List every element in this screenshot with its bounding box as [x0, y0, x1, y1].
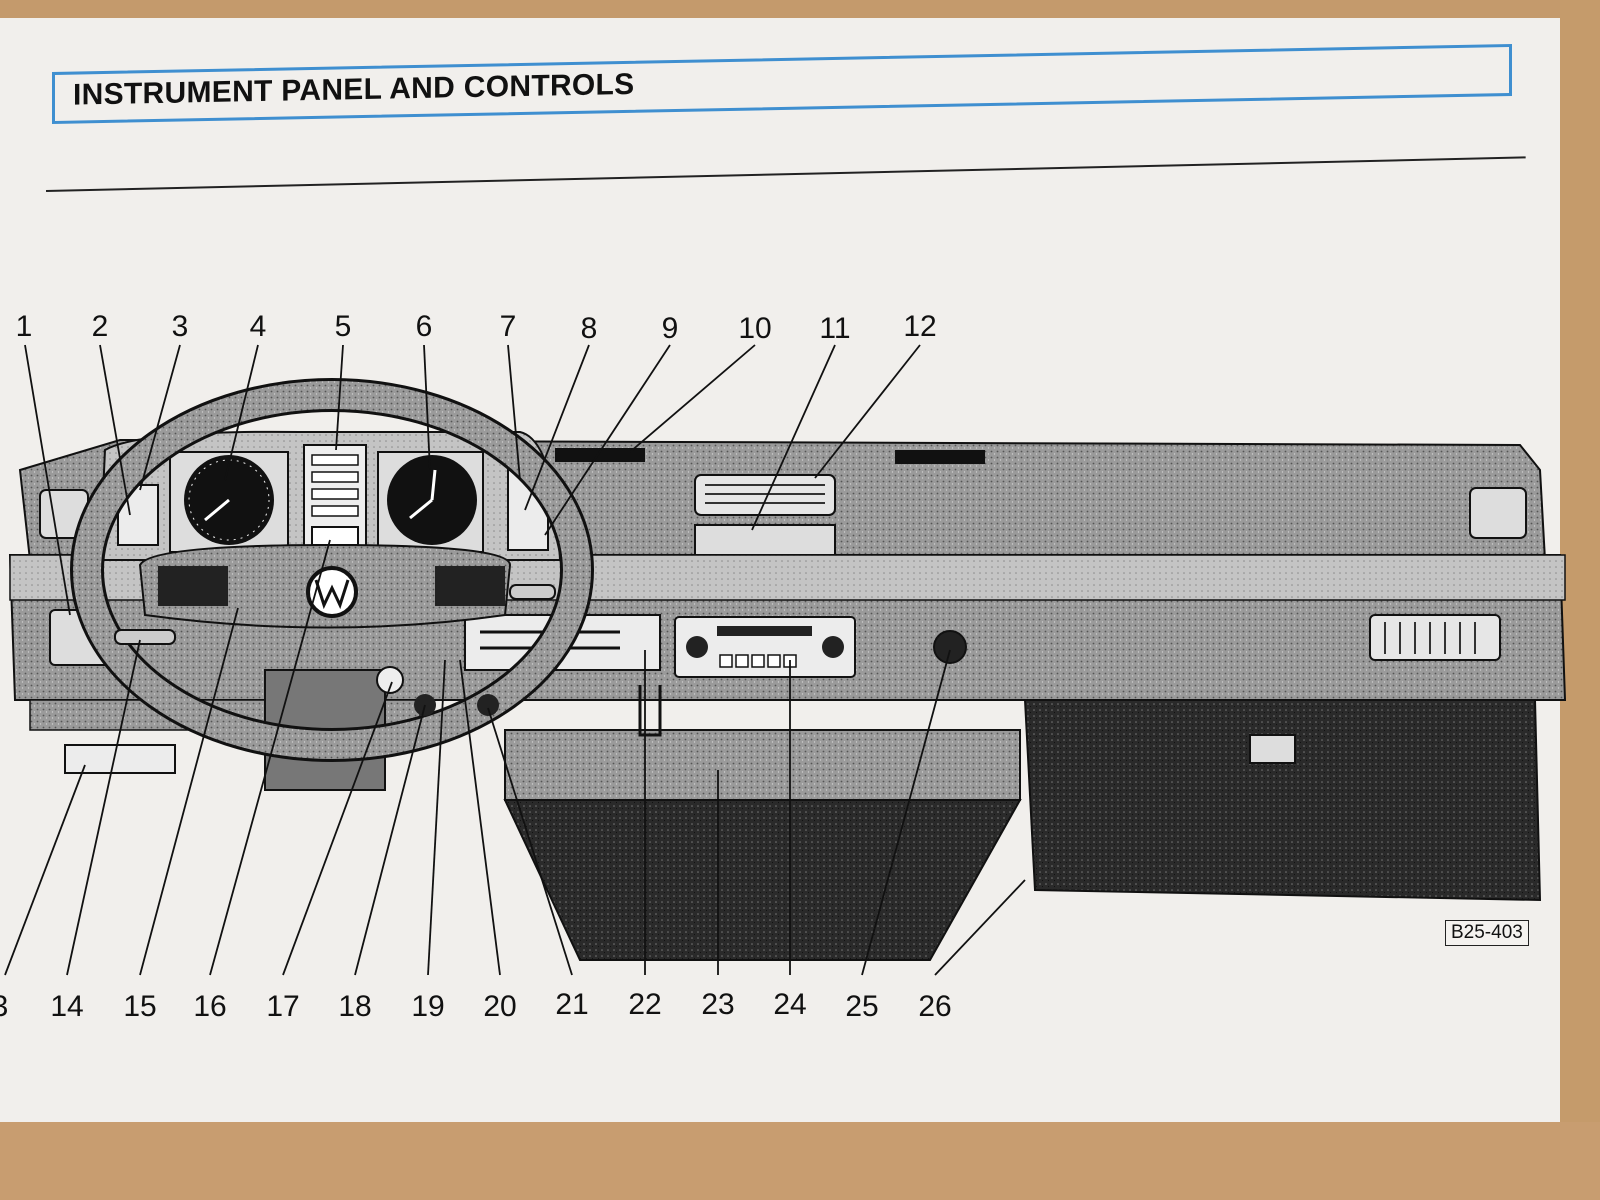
- right-side-vent: [1469, 487, 1527, 539]
- callout-18: 18: [338, 990, 372, 1023]
- leader-lines-top: [24, 344, 921, 616]
- cigarette-lighter: [933, 630, 967, 664]
- grab-handle: [638, 685, 662, 737]
- horn-grille-right: [435, 566, 505, 606]
- control-knob-b: [477, 694, 499, 716]
- callout-9: 9: [661, 312, 679, 345]
- defroster-vent-right: [895, 450, 985, 464]
- right-dash-vent: [1369, 614, 1501, 661]
- clock-hand: [430, 469, 437, 501]
- turn-signal-stalk: [114, 629, 176, 645]
- callout-8: 8: [580, 312, 598, 345]
- clock-display: [311, 526, 359, 546]
- callout-20: 20: [483, 990, 517, 1023]
- ashtray: [694, 524, 836, 556]
- callout-5: 5: [334, 310, 352, 343]
- callout-3: 3: [171, 310, 189, 343]
- fuse-strip: [64, 744, 176, 774]
- callout-26: 26: [918, 990, 952, 1023]
- callout-17: 17: [266, 990, 300, 1023]
- callout-14: 14: [50, 990, 84, 1023]
- ignition-switch: [376, 666, 404, 694]
- callout-16: 16: [193, 990, 227, 1023]
- table-surface-right: [1560, 0, 1600, 1200]
- horn-grille-left: [158, 566, 228, 606]
- callout-7: 7: [499, 310, 517, 343]
- vw-logo: [306, 566, 358, 618]
- callout-23: 23: [701, 988, 735, 1021]
- wiper-stalk: [509, 584, 556, 600]
- callout-15: 15: [123, 990, 157, 1023]
- callout-25: 25: [845, 990, 879, 1023]
- center-shelf: [504, 729, 1021, 801]
- callout-10: 10: [738, 312, 772, 345]
- callout-11: 11: [819, 312, 851, 345]
- radio-knob-left: [686, 636, 708, 658]
- defroster-vent-left: [555, 448, 645, 462]
- callout-2: 2: [91, 310, 109, 343]
- callout-24: 24: [773, 988, 807, 1021]
- leader-lines-bottom: [4, 539, 1026, 976]
- radio-cassette-slot: [717, 626, 812, 636]
- callout-12: 12: [903, 310, 937, 343]
- glove-box: [1023, 699, 1542, 902]
- callout-1: 1: [15, 310, 33, 343]
- radio-knob-right: [822, 636, 844, 658]
- callout-4: 4: [249, 310, 267, 343]
- callout-6: 6: [415, 310, 433, 343]
- callout-13-partial: 3: [0, 990, 22, 1024]
- figure-reference-code: B25-403: [1445, 920, 1529, 946]
- callout-22: 22: [628, 988, 662, 1021]
- callout-21: 21: [555, 988, 589, 1021]
- speedometer-needle: [204, 498, 230, 522]
- center-storage-bin: [503, 799, 1022, 961]
- table-surface-top: [0, 0, 1600, 18]
- glove-box-latch: [1249, 734, 1296, 764]
- callout-19: 19: [411, 990, 445, 1023]
- table-surface-bottom: [0, 1122, 1600, 1200]
